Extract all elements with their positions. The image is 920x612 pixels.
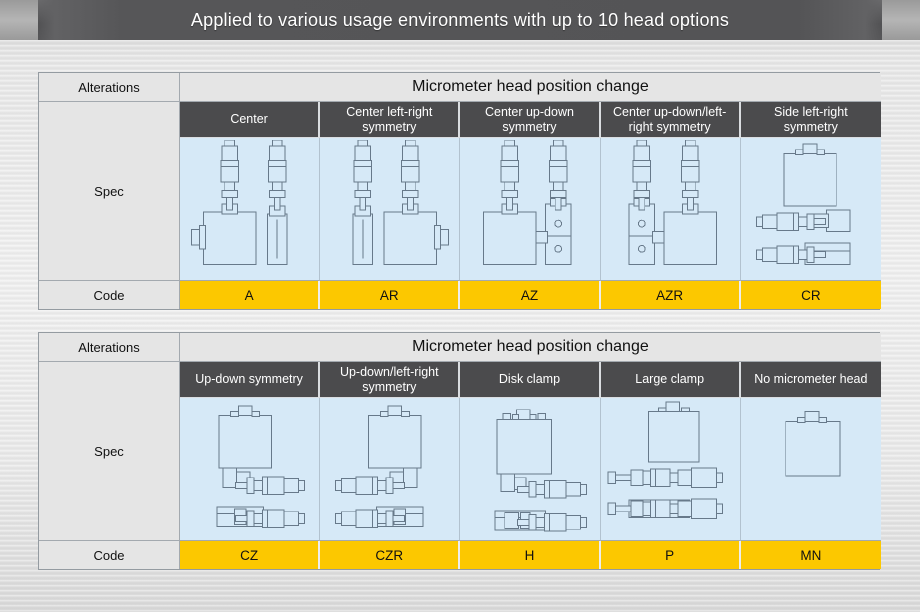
spec-cell bbox=[740, 138, 881, 281]
code-cell-azr: AZR bbox=[600, 281, 741, 309]
code-cell-cz: CZ bbox=[180, 541, 321, 569]
column-header-center-lr: Center left-right symmetry bbox=[320, 102, 461, 138]
table-title: Micrometer head position change bbox=[180, 73, 881, 102]
code-cell-az: AZ bbox=[460, 281, 601, 309]
code-cell-ar: AR bbox=[320, 281, 461, 309]
stage-diagram-icon bbox=[460, 138, 599, 280]
alterations-header-cell: Alterations bbox=[39, 333, 180, 362]
column-header-disk-clamp: Disk clamp bbox=[460, 362, 601, 398]
code-row-label: Code bbox=[39, 541, 180, 569]
stage-diagram-icon bbox=[601, 398, 740, 540]
stage-diagram-icon bbox=[320, 398, 459, 540]
banner-title: Applied to various usage environments wi… bbox=[38, 0, 882, 40]
spec-cell bbox=[320, 138, 461, 281]
column-header-center: Center bbox=[180, 102, 321, 138]
alterations-header-cell: Alterations bbox=[39, 73, 180, 102]
stage-diagram-icon bbox=[180, 398, 319, 540]
spec-cell bbox=[600, 138, 741, 281]
column-header-center-ud: Center up-down symmetry bbox=[460, 102, 601, 138]
code-cell-p: P bbox=[600, 541, 741, 569]
code-cell-czr: CZR bbox=[320, 541, 461, 569]
options-table-1: Alterations Micrometer head position cha… bbox=[38, 72, 881, 310]
column-header-center-ud-lr: Center up-down/left-right symmetry bbox=[600, 102, 741, 138]
table-title: Micrometer head position change bbox=[180, 333, 881, 362]
spec-cell bbox=[460, 138, 601, 281]
column-header-side-lr: Side left-right symmetry bbox=[740, 102, 881, 138]
column-header-ud-lr: Up-down/left-right symmetry bbox=[320, 362, 461, 398]
options-table-2: Alterations Micrometer head position cha… bbox=[38, 332, 881, 570]
column-header-no-head: No micrometer head bbox=[740, 362, 881, 398]
stage-diagram-icon bbox=[180, 138, 319, 280]
header-banner: Applied to various usage environments wi… bbox=[0, 0, 920, 40]
code-cell-h: H bbox=[460, 541, 601, 569]
spec-row-label: Spec bbox=[39, 362, 180, 541]
spec-cell bbox=[320, 398, 461, 541]
stage-diagram-icon bbox=[601, 138, 740, 280]
stage-diagram-icon bbox=[741, 398, 880, 540]
code-cell-cr: CR bbox=[740, 281, 881, 309]
spec-cell bbox=[460, 398, 601, 541]
code-cell-a: A bbox=[180, 281, 321, 309]
spec-cell bbox=[180, 138, 321, 281]
spec-cell bbox=[740, 398, 881, 541]
spec-cell bbox=[600, 398, 741, 541]
column-header-ud: Up-down symmetry bbox=[180, 362, 321, 398]
stage-diagram-icon bbox=[741, 138, 880, 280]
stage-diagram-icon bbox=[320, 138, 459, 280]
spec-cell bbox=[180, 398, 321, 541]
spec-row-label: Spec bbox=[39, 102, 180, 281]
column-header-large-clamp: Large clamp bbox=[600, 362, 741, 398]
code-cell-mn: MN bbox=[740, 541, 881, 569]
stage-diagram-icon bbox=[460, 398, 599, 540]
code-row-label: Code bbox=[39, 281, 180, 309]
